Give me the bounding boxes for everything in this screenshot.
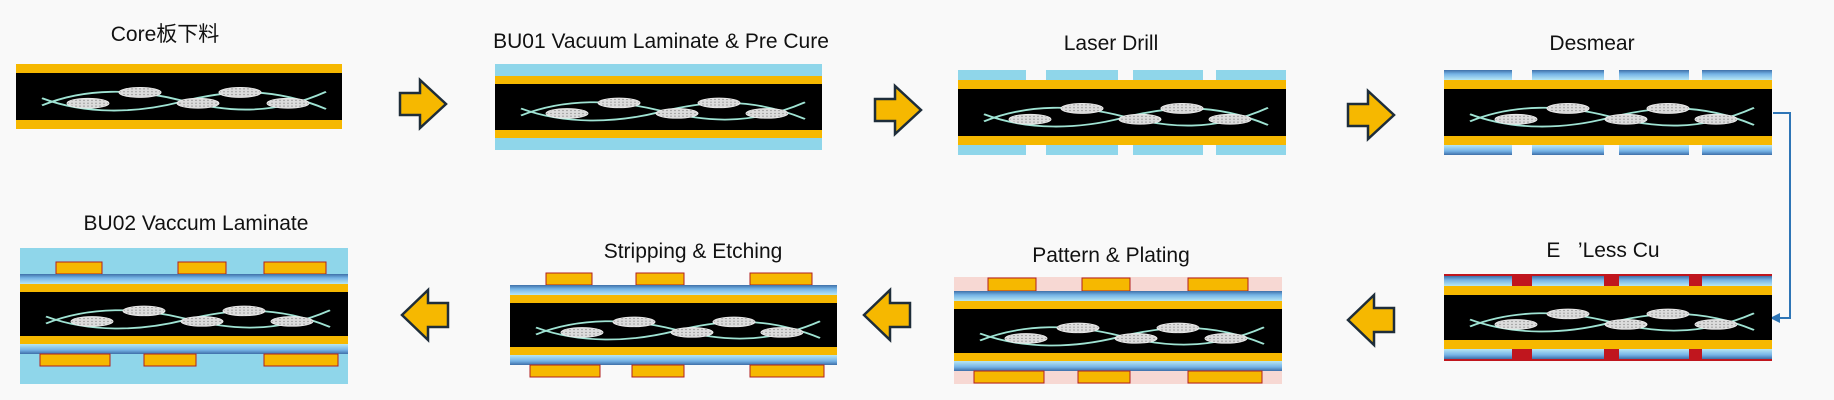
step-label-bu02: BU02 Vaccum Laminate: [83, 212, 309, 235]
board-bu02: [20, 248, 348, 384]
step-label-laser-drill: Laser Drill: [1063, 32, 1159, 55]
arrow-left-icon: [400, 287, 450, 343]
board-pattern-plating: [954, 277, 1282, 384]
arrow-right-icon: [1346, 88, 1396, 142]
arrow-left-icon: [1346, 292, 1396, 348]
board-bu01: [495, 64, 822, 150]
step-label-desmear: Desmear: [1549, 32, 1635, 55]
arrow-right-icon: [873, 83, 923, 137]
step-label-pattern-plating: Pattern & Plating: [1032, 244, 1190, 267]
step-label-stripping-etching: Stripping & Etching: [603, 240, 783, 263]
arrow-left-icon: [862, 287, 912, 343]
board-laser-drill: [958, 70, 1286, 155]
connector-arrow-icon: [1773, 112, 1791, 319]
board-core: [16, 64, 342, 129]
step-label-core: Core板下料: [110, 23, 220, 46]
step-label-bu01: BU01 Vacuum Laminate & Pre Cure: [493, 30, 829, 53]
board-eless-cu: [1444, 274, 1772, 361]
arrow-right-icon: [398, 77, 448, 131]
board-desmear: [1444, 70, 1772, 155]
board-stripping-etching: [510, 272, 837, 378]
connector-arrowhead-icon: [1770, 313, 1780, 323]
step-label-eless-cu: E ’Less Cu: [1546, 239, 1660, 262]
